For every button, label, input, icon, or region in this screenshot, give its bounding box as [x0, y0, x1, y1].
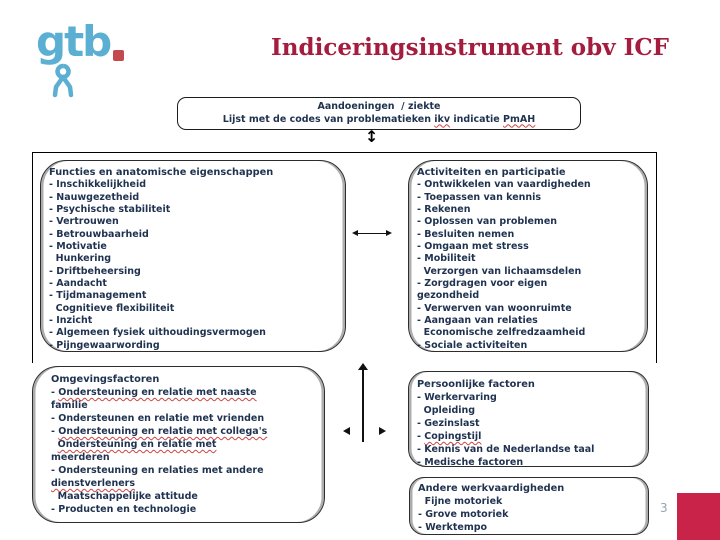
activiteiten-box: Activiteiten en participatie - Ontwikkel… [408, 160, 648, 352]
box-line: familie [51, 400, 88, 411]
box-line: - Algemeen fysiek uithoudingsvermogen [49, 327, 266, 339]
box-line: - Sociale activiteiten [417, 339, 528, 351]
box-line: Cognitieve flexibiliteit [49, 302, 175, 314]
box-line: Opleiding [417, 405, 476, 416]
persoonlijke-box: Persoonlijke factoren - Werkervaring Opl… [408, 371, 649, 469]
subtitle-text: indicatie [450, 113, 504, 125]
box-line: - Aangaan van relaties [417, 315, 538, 327]
omgeving-box: Omgevingsfactoren - Ondersteuning en rel… [32, 366, 325, 523]
box-line: Ondersteuning en relatie met [51, 438, 318, 451]
box-line: - Kennis van de Nederlandse taal [417, 444, 595, 455]
aandoeningen-box: Aandoeningen / ziekte Lijst met de codes… [177, 97, 581, 130]
persoonlijke-box-list: - Werkervaring Opleiding - Gezinslast - Co… [417, 391, 642, 469]
box-line: - Copingstijl [417, 431, 482, 442]
box-line: - Ondersteuning en relatie met naaste [51, 387, 257, 398]
arrow-shaft [356, 232, 388, 235]
box-line: - Werktempo [418, 522, 488, 533]
box-line: - Nauwgezetheid [49, 191, 140, 203]
aandoeningen-subtitle: Lijst met de codes van problematieken ik… [178, 114, 580, 127]
box-line: Economische zelfredzaamheid [417, 327, 586, 339]
omgeving-box-title: Omgevingsfactoren [51, 374, 160, 385]
activiteiten-box-list: - Ontwikkelen van vaardigheden- Toepasse… [417, 179, 641, 352]
term-pmah: PmAH [503, 113, 536, 125]
box-line: Verzorgen van lichaamsdelen [417, 265, 582, 277]
andere-box: Andere werkvaardigheden Fijne motoriek - … [409, 477, 649, 535]
omgeving-box-list: - Ondersteuning en relatie met naaste fam… [51, 386, 318, 516]
box-line: - Tijdmanagement [49, 290, 147, 302]
box-line: - Toepassen van kennis [417, 191, 542, 203]
functies-box-list: - Inschikkelijkheid- Nauwgezetheid- Psyc… [49, 179, 339, 352]
box-line: - Ondersteuning en relatie met collega's [51, 426, 268, 437]
box-line: - Aandacht [49, 278, 107, 290]
box-line: - Motivatie [49, 241, 107, 253]
misspelled-text: Ondersteuning en relatie met [57, 439, 217, 450]
misspelled-text: Ondersteuning en relatie met collega's [58, 426, 268, 437]
misspelled-text: Copingstijl [424, 431, 482, 442]
box-line: - Zorgdragen voor eigen [417, 278, 548, 290]
subtitle-text: Lijst met de codes van problematieken [222, 113, 435, 125]
functies-box-title: Functies en anatomische eigenschappen [49, 167, 274, 178]
gtb-logo: gtb [36, 14, 146, 114]
box-line: Fijne motoriek [418, 496, 503, 507]
box-line: - Inschikkelijkheid [49, 179, 147, 191]
gtb-logo-dot-icon [113, 50, 125, 61]
gtb-logo-figure-icon [52, 63, 74, 98]
box-line: meerderen [51, 452, 110, 463]
box-line: - Driftbeheersing [49, 265, 141, 277]
box-line: - Producten en technologie [51, 504, 197, 515]
functies-box: Functies en anatomische eigenschappen - … [40, 160, 346, 352]
left-arrowhead-icon [352, 230, 358, 236]
misspelled-text: dienstverleners [51, 478, 136, 489]
updown-arrow-icon: ↕ [365, 127, 379, 146]
corner-accent [677, 493, 720, 540]
box-line: - Omgaan met stress [417, 241, 529, 253]
box-line: Hunkering [49, 253, 112, 265]
andere-box-list: Fijne motoriek - Grove motoriek - Werktemp… [418, 495, 642, 534]
arrow-shaft [362, 368, 364, 442]
aandoeningen-title: Aandoeningen / ziekte [317, 101, 441, 112]
box-line: - Medische factoren [417, 457, 524, 468]
box-line: - Inzicht [49, 315, 93, 327]
andere-box-title: Andere werkvaardigheden [418, 483, 565, 494]
box-line: - Rekenen [417, 204, 471, 216]
box-line: - Grove motoriek [418, 509, 509, 520]
gtb-logo-text: gtb [36, 17, 112, 66]
right-arrowhead-icon [379, 427, 386, 435]
box-line: - Psychische stabiliteit [49, 204, 171, 216]
box-line: dienstverleners [51, 477, 318, 490]
right-arrowhead-icon [386, 230, 392, 236]
misspelled-text: Ondersteuning en relatie met naaste [58, 387, 257, 398]
box-line: - Werkervaring [417, 392, 497, 403]
leftright-arrow-icon [352, 229, 392, 238]
box-line: - Betrouwbaarheid [49, 228, 149, 240]
box-line: - Besluiten nemen [417, 228, 515, 240]
box-line: Maatschappelijke attitude [51, 491, 198, 502]
box-line: - Pijngewaarwording [49, 339, 160, 351]
box-line: - Gezinslast [417, 418, 480, 429]
up-arrow-icon [358, 363, 368, 442]
box-line: - Verwerven van woonruimte [417, 302, 572, 314]
box-line: - Ontwikkelen van vaardigheden [417, 179, 591, 191]
box-line: gezondheid [417, 290, 480, 302]
icf-outer-frame [32, 152, 657, 363]
left-arrowhead-icon [343, 427, 350, 435]
page-title: Indiceringsinstrument obv ICF [271, 34, 669, 61]
box-line: - Oplossen van problemen [417, 216, 558, 228]
term-ikv: ikv [434, 113, 451, 125]
activiteiten-box-title: Activiteiten en participatie [417, 167, 566, 178]
page-number: 3 [660, 501, 668, 515]
persoonlijke-box-title: Persoonlijke factoren [417, 379, 535, 390]
up-arrowhead-icon [358, 363, 368, 370]
box-line: - Vertrouwen [49, 216, 119, 228]
box-line: - Ondersteunen en relatie met vrienden [51, 413, 265, 424]
box-line: - Mobiliteit [417, 253, 476, 265]
box-line: - Ondersteuning en relaties met andere [51, 465, 264, 476]
